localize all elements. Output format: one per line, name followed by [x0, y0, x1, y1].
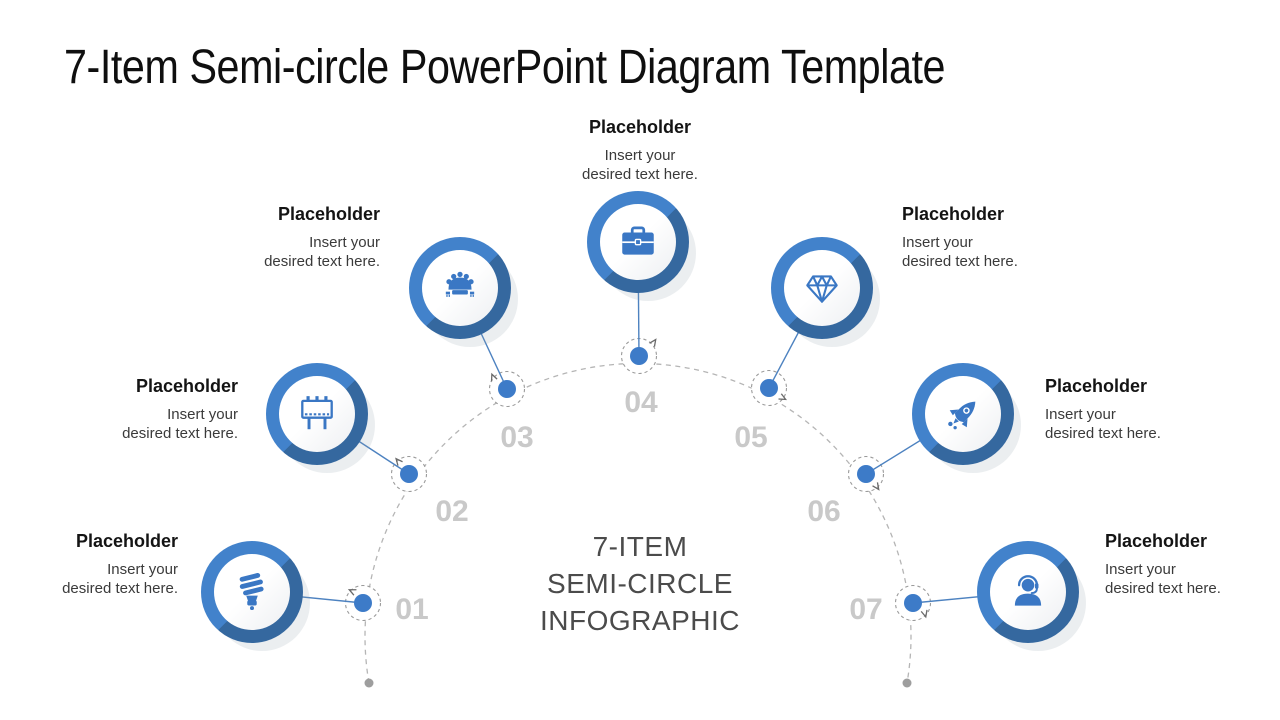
center-caption-line: SEMI-CIRCLE: [547, 568, 733, 599]
step-number: 03: [500, 421, 533, 454]
step-number: 04: [624, 386, 658, 419]
step-number: 06: [807, 495, 840, 528]
cfl-bulb-icon: [239, 572, 264, 611]
placeholder-body-line: Insert your: [902, 234, 973, 251]
center-caption-line: 7-ITEM: [592, 531, 688, 562]
item-3-text-block[interactable]: Placeholder Insert your desired text here…: [210, 204, 380, 271]
placeholder-body: Insert your desired text here.: [1045, 405, 1215, 443]
placeholder-heading: Placeholder: [75, 531, 178, 551]
item-2-icon-circle[interactable]: [266, 363, 368, 465]
item-5-icon-circle[interactable]: [771, 237, 873, 339]
node-dot-5: [760, 379, 778, 397]
arc-end-dot-left: [364, 678, 374, 688]
item-1-icon-circle[interactable]: [201, 541, 303, 643]
arrow-icon: [778, 393, 788, 401]
placeholder-body: Insert your desired text here.: [540, 146, 740, 184]
placeholder-body-line: desired text here.: [1045, 425, 1161, 442]
item-6-icon-circle[interactable]: [912, 363, 1014, 465]
item-7-icon-inner: [990, 554, 1066, 630]
placeholder-body-line: Insert your: [107, 561, 178, 578]
placeholder-body-line: desired text here.: [902, 253, 1018, 270]
arrow-icon: [395, 457, 403, 466]
node-dot-3: [498, 380, 516, 398]
step-number: 07: [849, 593, 882, 626]
step-numbers: 01 02 03 04 05 06 07: [395, 386, 882, 626]
step-number: 02: [435, 495, 468, 528]
placeholder-body: Insert your desired text here.: [902, 233, 1072, 271]
arrow-icon: [649, 338, 657, 347]
item-5-text-block[interactable]: Placeholder Insert your desired text here…: [902, 204, 1072, 271]
placeholder-body-line: desired text here.: [582, 166, 698, 183]
placeholder-body-line: Insert your: [309, 234, 380, 251]
item-5-icon-inner: [784, 250, 860, 326]
node-dot-1: [354, 594, 372, 612]
placeholder-body: Insert your desired text here.: [68, 405, 238, 443]
item-1-icon-inner: [214, 554, 290, 630]
node-dot-2: [400, 465, 418, 483]
briefcase-icon: [622, 226, 654, 255]
arc-end-dot-right: [902, 678, 912, 688]
node-dots: [354, 347, 922, 612]
node-dot-7: [904, 594, 922, 612]
placeholder-body-line: Insert your: [1045, 406, 1116, 423]
placeholder-heading: Placeholder: [135, 376, 238, 396]
item-7-icon-circle[interactable]: [977, 541, 1079, 643]
support-agent-icon: [1014, 575, 1042, 606]
item-2-text-block[interactable]: Placeholder Insert your desired text here…: [68, 376, 238, 443]
slide-title: 7-Item Semi-circle PowerPoint Diagram Te…: [64, 41, 946, 94]
item-6-icon-inner: [925, 376, 1001, 452]
placeholder-body-line: desired text here.: [62, 580, 178, 597]
placeholder-body: Insert your desired text here.: [1105, 560, 1275, 598]
placeholder-body-line: Insert your: [604, 147, 676, 164]
node-dot-4: [630, 347, 648, 365]
placeholder-body-line: desired text here.: [264, 253, 380, 270]
placeholder-body-line: Insert your: [167, 406, 238, 423]
direction-arrows: [347, 338, 928, 619]
step-number: 01: [395, 593, 428, 626]
placeholder-heading: Placeholder: [588, 117, 692, 137]
center-caption: 7-ITEM SEMI-CIRCLE INFOGRAPHIC: [490, 528, 790, 639]
diamond-icon: [806, 275, 838, 303]
meeting-table-icon: [445, 271, 475, 297]
item-3-icon-circle[interactable]: [409, 237, 511, 339]
placeholder-heading: Placeholder: [277, 204, 380, 224]
placeholder-heading: Placeholder: [1105, 531, 1208, 551]
placeholder-body-line: desired text here.: [122, 425, 238, 442]
placeholder-body: Insert your desired text here.: [210, 233, 380, 271]
arrow-icon: [490, 372, 498, 382]
item-4-icon-inner: [600, 204, 676, 280]
placeholder-heading: Placeholder: [902, 204, 1005, 224]
item-1-text-block[interactable]: Placeholder Insert your desired text here…: [8, 531, 178, 598]
node-dot-6: [857, 465, 875, 483]
item-2-icon-inner: [279, 376, 355, 452]
center-caption-line: INFOGRAPHIC: [540, 605, 740, 636]
item-7-text-block[interactable]: Placeholder Insert your desired text here…: [1105, 531, 1275, 598]
placeholder-body: Insert your desired text here.: [8, 560, 178, 598]
arrow-icon: [920, 609, 928, 619]
billboard-icon: [301, 396, 333, 430]
item-3-icon-inner: [422, 250, 498, 326]
item-6-text-block[interactable]: Placeholder Insert your desired text here…: [1045, 376, 1215, 443]
item-4-icon-circle[interactable]: [587, 191, 689, 293]
arrow-icon: [347, 589, 357, 596]
step-number: 05: [734, 421, 767, 454]
arrow-icon: [872, 482, 880, 491]
placeholder-body-line: desired text here.: [1105, 580, 1221, 597]
placeholder-heading: Placeholder: [1045, 376, 1148, 396]
item-4-text-block[interactable]: Placeholder Insert your desired text here…: [540, 117, 740, 184]
rocket-icon: [948, 401, 976, 430]
placeholder-body-line: Insert your: [1105, 561, 1176, 578]
